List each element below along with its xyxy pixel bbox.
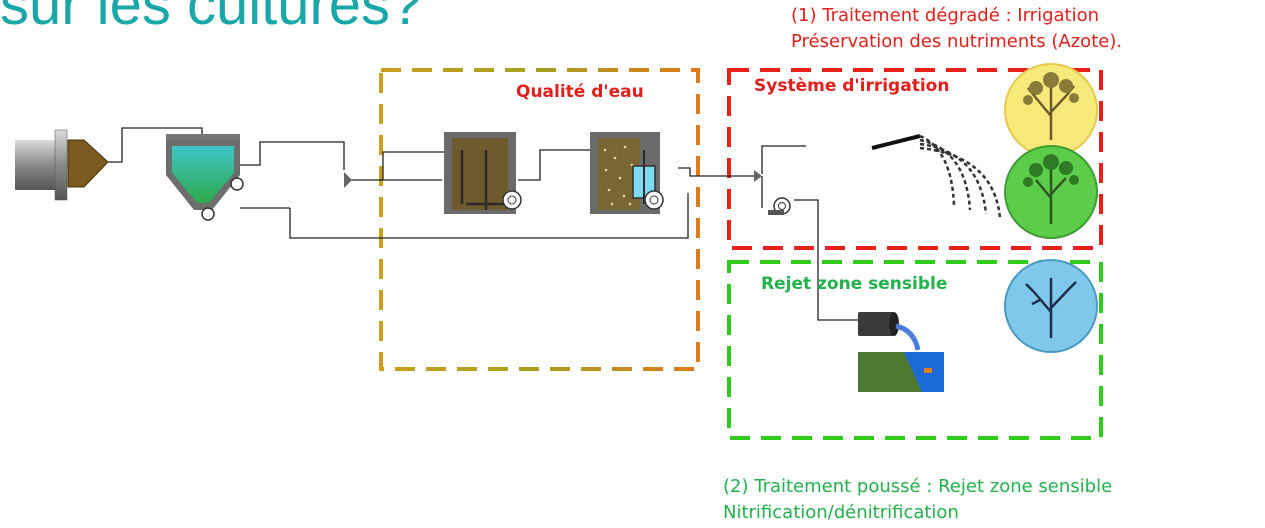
sensitive-note-line1: (2) Traitement poussé : Rejet zone sensi… (723, 476, 1113, 497)
sensitive-discharge-label: Rejet zone sensible (761, 274, 948, 294)
irrigation-system-box (727, 68, 1103, 250)
splitter-icon-2 (754, 170, 762, 182)
irrigation-note-line2: Préservation des nutriments (Azote). (791, 31, 1123, 52)
sensitive-discharge-box (727, 260, 1103, 440)
sensitive-note-line2: Nitrification/dénitrification (723, 502, 959, 523)
primary-clarifier-icon (166, 134, 244, 221)
sensitive-note: (2) Traitement poussé : Rejet zone sensi… (723, 474, 1112, 526)
irrigation-note-line1: (1) Traitement dégradé : Irrigation (791, 5, 1100, 26)
aeration-tank-icon (444, 132, 522, 214)
splitter-icon (344, 172, 352, 188)
water-quality-label: Qualité d'eau (516, 82, 644, 102)
filtration-tank-icon (590, 132, 664, 214)
process-lines (108, 127, 858, 321)
inlet-pipe-icon (15, 129, 109, 201)
water-quality-box (379, 68, 700, 371)
blue-tree-icon (1004, 259, 1098, 353)
pump-icon (768, 197, 791, 215)
green-tree-icon (1004, 145, 1098, 239)
page-title: sur les cultures? (0, 0, 423, 37)
sprinkler-icon (871, 134, 1002, 219)
outfall-pipe-icon (858, 312, 921, 351)
irrigation-note: (1) Traitement dégradé : Irrigation Prés… (791, 3, 1122, 55)
yellow-tree-icon (1004, 63, 1098, 157)
irrigation-system-label: Système d'irrigation (754, 76, 950, 96)
river-icon (858, 352, 944, 392)
